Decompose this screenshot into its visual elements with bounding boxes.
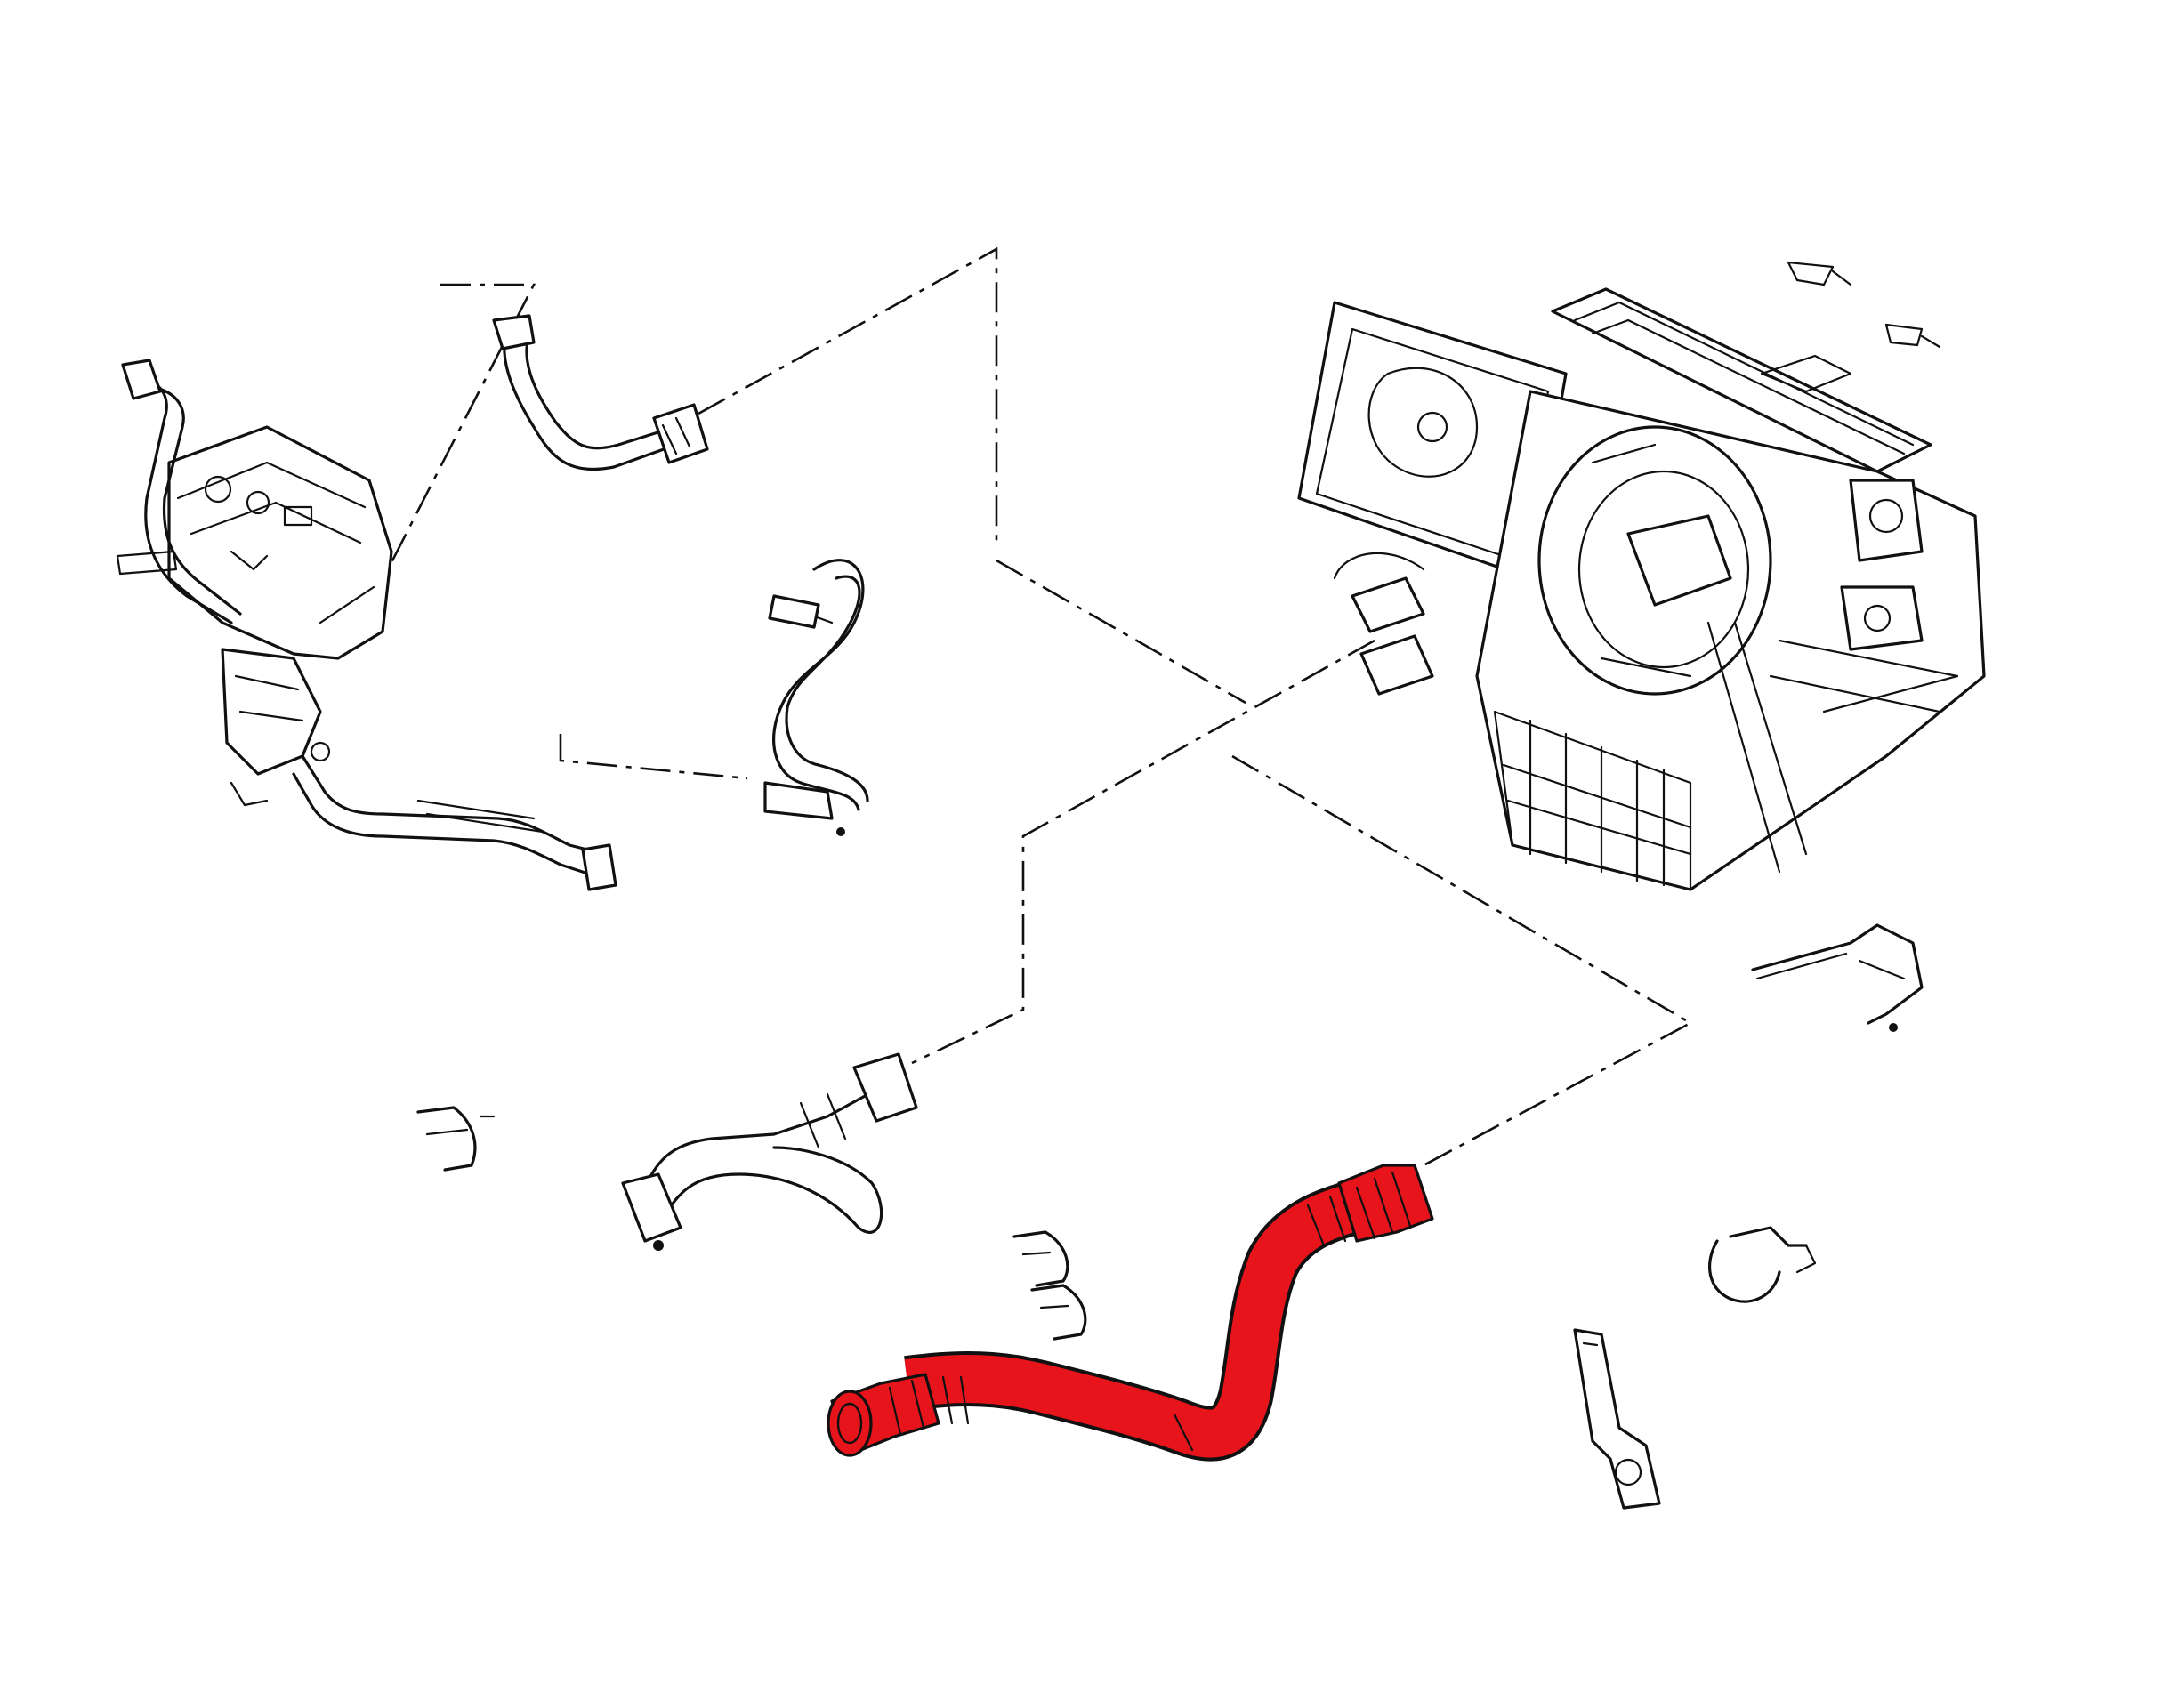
right-bracket-upper bbox=[1751, 923, 1924, 1032]
leader-line-center-hose bbox=[559, 734, 748, 780]
reservoir-lower-hose bbox=[301, 754, 607, 856]
screw-2 bbox=[1884, 323, 1924, 347]
heater-outlet-hose-opening-left bbox=[827, 1390, 873, 1457]
middle-hose-clamp-top bbox=[768, 594, 820, 629]
leader-line-to-heater-core bbox=[996, 559, 1246, 705]
screw-1 bbox=[1787, 261, 1835, 286]
leader-line-right-bracket bbox=[1231, 754, 1693, 1167]
center-hose bbox=[621, 1052, 918, 1251]
hvac-heater-box bbox=[1297, 261, 1986, 891]
lower-grille bbox=[1493, 710, 1692, 891]
leader-line-center-to-lower bbox=[911, 639, 1375, 1065]
actuator-upper bbox=[1849, 479, 1924, 562]
reservoir-hose-end bbox=[581, 843, 617, 891]
leader-lines bbox=[350, 246, 1693, 1167]
right-hose-clip bbox=[1708, 1226, 1817, 1303]
heater-outlet-hose[interactable] bbox=[827, 1164, 1434, 1462]
heater-outlet-hose-fitting-right bbox=[1337, 1164, 1434, 1243]
upper-hose bbox=[492, 314, 709, 471]
top-vent-channel bbox=[1551, 287, 1932, 473]
middle-hose-clamp-bottom bbox=[763, 781, 834, 820]
upper-hose-coupler bbox=[652, 403, 709, 464]
heater-core-pipe-upper bbox=[1351, 576, 1425, 633]
right-mounting-plate bbox=[1573, 1328, 1661, 1510]
small-clip-left bbox=[416, 1106, 496, 1172]
leader-line-upper-hose bbox=[698, 246, 998, 543]
leader-line-upper-bracket bbox=[350, 283, 536, 641]
upper-hose-fitting bbox=[492, 314, 536, 350]
coolant-reservoir-assembly bbox=[116, 359, 617, 891]
pump-housing bbox=[221, 648, 322, 776]
heater-core-pipe-lower bbox=[1359, 634, 1434, 696]
actuator-middle bbox=[1840, 585, 1924, 651]
center-double-clip bbox=[1012, 1230, 1087, 1341]
middle-s-hose bbox=[763, 559, 869, 836]
center-hose-clamp bbox=[621, 1172, 682, 1243]
center-hose-coupler bbox=[852, 1052, 918, 1123]
